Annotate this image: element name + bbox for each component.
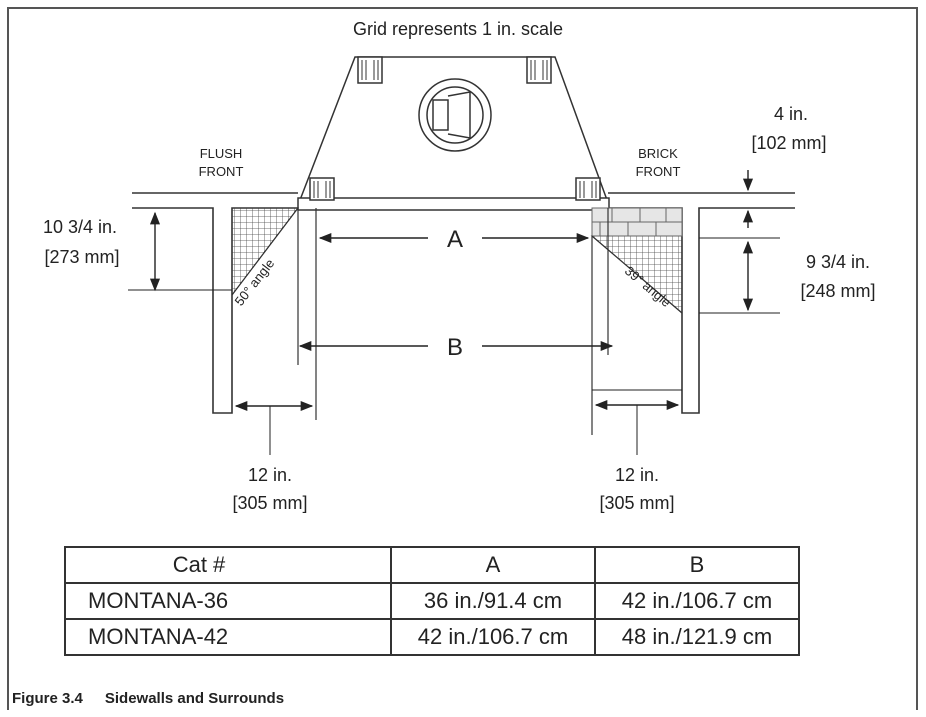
label-a: A — [447, 226, 463, 253]
table-header: Cat # — [64, 546, 392, 584]
table-row: MONTANA-42 42 in./106.7 cm 48 in./121.9 … — [64, 618, 800, 656]
figure-number: Figure 3.4 — [12, 690, 83, 707]
fireplace-unit — [297, 56, 610, 211]
dimension-table: Cat # A B MONTANA-36 36 in./91.4 cm 42 i… — [64, 546, 800, 656]
table-header: A — [390, 546, 596, 584]
diagram-title: Grid represents 1 in. scale — [353, 19, 563, 39]
dim-right-line2: [248 mm] — [800, 281, 875, 301]
table-cell: 48 in./121.9 cm — [594, 618, 800, 656]
table-cell: 42 in./106.7 cm — [594, 582, 800, 620]
table-cell: MONTANA-42 — [64, 618, 392, 656]
table-cell: 36 in./91.4 cm — [390, 582, 596, 620]
figure-caption: Figure 3.4 Sidewalls and Surrounds — [12, 690, 284, 707]
dimension-left-vertical — [128, 211, 232, 292]
table-row: MONTANA-36 36 in./91.4 cm 42 in./106.7 c… — [64, 582, 800, 620]
dim-top-right-line2: [102 mm] — [751, 133, 826, 153]
dim-bottom-left-line1: 12 in. — [248, 465, 292, 485]
dimension-bottom-right — [592, 389, 682, 455]
fireplace-clearance-diagram: Grid represents 1 in. scale — [43, 19, 876, 513]
brick-front-line1: BRICK — [638, 146, 678, 161]
table-header-row: Cat # A B — [64, 546, 800, 584]
brick-front-line2: FRONT — [636, 164, 681, 179]
dim-left-line2: [273 mm] — [44, 247, 119, 267]
dim-left-line1: 10 3/4 in. — [43, 217, 117, 237]
dimension-bottom-left — [234, 400, 314, 455]
label-b: B — [447, 334, 463, 361]
dim-right-line1: 9 3/4 in. — [806, 252, 870, 272]
dimension-right-vertical — [699, 237, 780, 314]
figure-title: Sidewalls and Surrounds — [104, 690, 285, 707]
table-cell: 42 in./106.7 cm — [390, 618, 596, 656]
table-header: B — [594, 546, 800, 584]
brick-facing — [591, 207, 683, 237]
dim-bottom-left-line2: [305 mm] — [232, 493, 307, 513]
dim-bottom-right-line1: 12 in. — [615, 465, 659, 485]
figure-frame — [7, 7, 918, 710]
dim-top-right-line1: 4 in. — [774, 104, 808, 124]
flush-front-line1: FLUSH — [200, 146, 243, 161]
flush-front-line2: FRONT — [199, 164, 244, 179]
table-cell: MONTANA-36 — [64, 582, 392, 620]
dim-bottom-right-line2: [305 mm] — [599, 493, 674, 513]
